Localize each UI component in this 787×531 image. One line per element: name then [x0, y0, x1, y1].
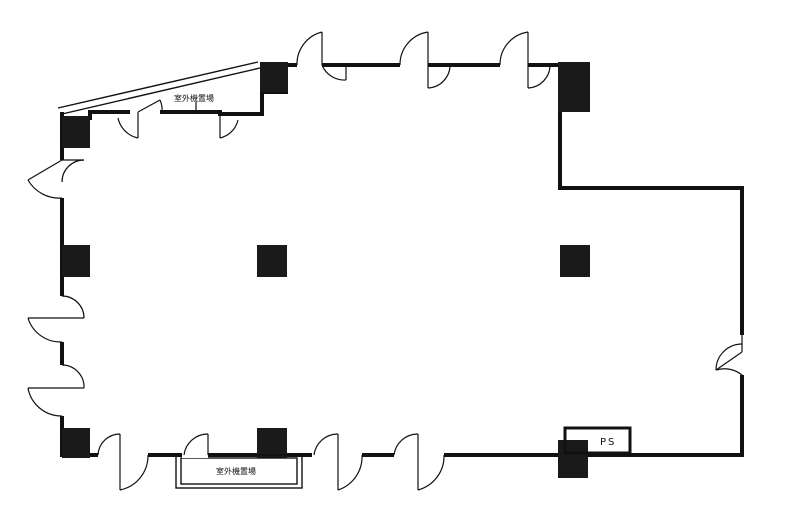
column — [560, 245, 590, 277]
column — [558, 62, 590, 112]
door — [499, 31, 551, 89]
door — [399, 31, 451, 89]
pipe-space-box — [563, 426, 632, 455]
door — [195, 102, 239, 139]
column — [558, 440, 588, 478]
column — [260, 62, 288, 92]
column — [257, 428, 287, 458]
door — [296, 31, 347, 81]
outer-wall — [60, 63, 744, 457]
outdoor-unit-label-top: 室外機置場 — [174, 93, 214, 103]
column — [62, 116, 90, 148]
door — [393, 433, 445, 491]
outdoor-unit-label-bottom: 室外機置場 — [216, 466, 256, 476]
outdoor-area-bottom-outer — [175, 454, 303, 489]
door — [27, 364, 85, 417]
column — [257, 245, 287, 277]
door — [182, 433, 209, 458]
outdoor-area-bottom-inner — [180, 457, 298, 485]
column — [62, 428, 90, 458]
door — [715, 335, 745, 376]
column — [62, 245, 90, 277]
door — [27, 295, 85, 343]
slanted-wall-inner — [61, 67, 261, 115]
door — [312, 433, 363, 491]
door — [27, 159, 85, 199]
outdoor-area-wall — [62, 65, 288, 120]
pipe-space-label: PS — [600, 437, 616, 448]
door — [97, 433, 149, 491]
slanted-wall-outer — [57, 61, 259, 109]
door — [117, 99, 163, 139]
